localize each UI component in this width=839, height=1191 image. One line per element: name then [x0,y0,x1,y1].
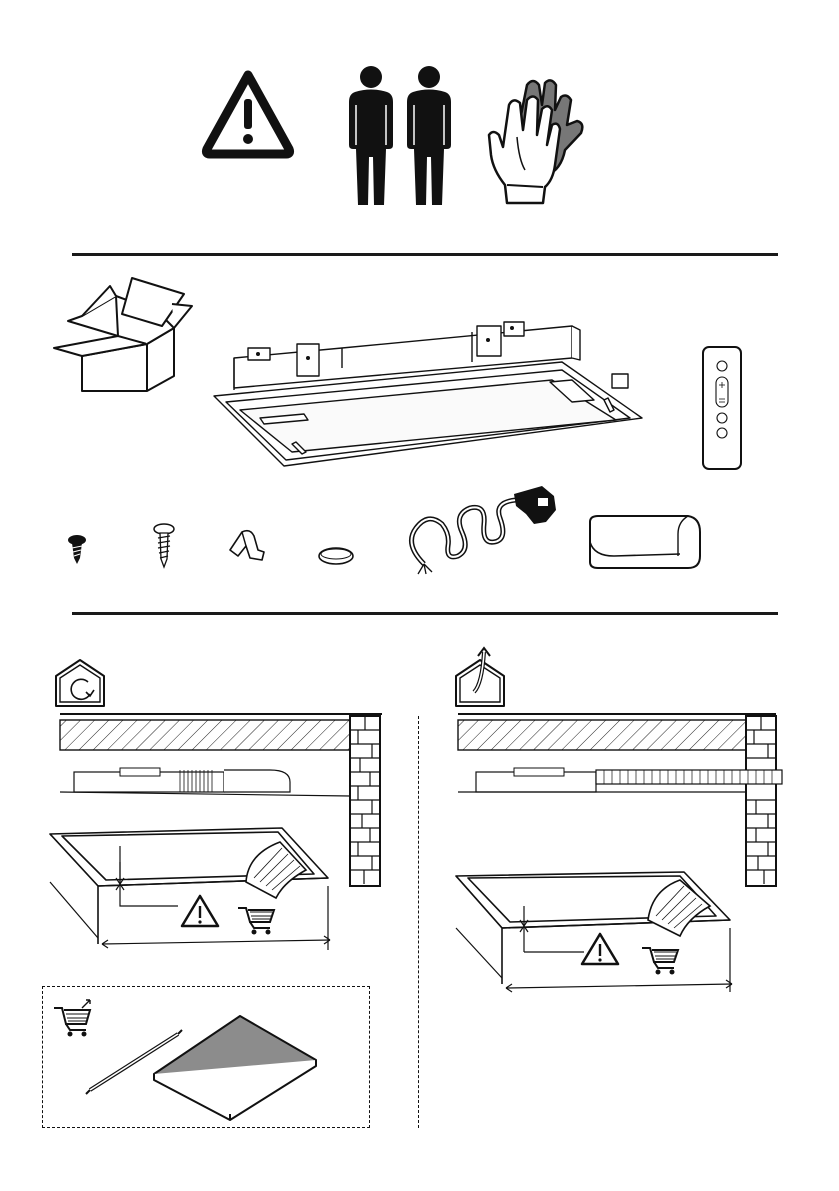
two-persons-icon [343,65,455,207]
shopping-cart-icon [238,908,274,935]
accessory-kit-contents [50,994,360,1124]
fan-button [717,428,727,438]
protective-gloves-icon [487,75,597,205]
duct-adapter [584,512,704,572]
recirculation-cabinet-diagram [42,826,342,958]
timer-button [717,361,727,371]
power-cable-with-plug [398,484,560,576]
plus-minus-button [716,377,728,407]
recirculation-mode-icon [52,658,108,708]
extraction-cabinet-diagram [448,868,748,998]
mode-separator [418,716,419,1128]
long-screw [152,523,176,569]
cover-cap [316,544,356,566]
section-divider-2 [72,612,778,615]
shopping-cart-icon [54,1000,90,1037]
cooker-hood-unit [212,318,644,468]
section-divider-1 [72,253,778,256]
shopping-cart-icon [642,948,678,975]
extraction-mode-icon [452,646,508,708]
cardboard-box-icon [52,276,192,396]
warning-triangle-icon [201,69,295,159]
light-button [717,413,727,423]
mounting-bracket [228,528,268,566]
safety-row [195,65,615,210]
extraction-ceiling-section [458,712,788,888]
short-screw [66,534,88,566]
remote-control [701,345,743,471]
